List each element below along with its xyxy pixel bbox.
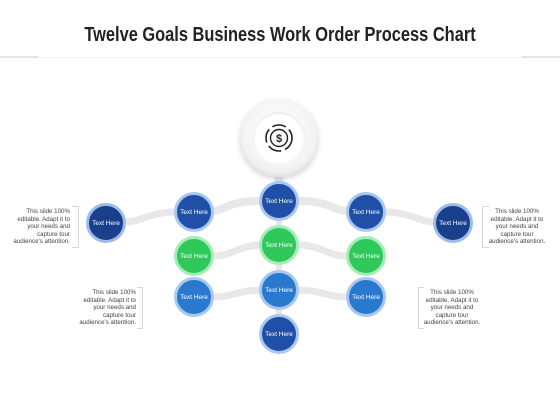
note-right-top: This slide 100% editable. Adapt it to yo… <box>483 208 551 246</box>
note-bracket-left-bottom <box>137 287 143 329</box>
divider-line <box>38 57 522 58</box>
note-line: your needs and <box>495 223 539 231</box>
node-row1-right: Text Here <box>346 192 386 232</box>
hub-inner: $ <box>253 112 305 164</box>
note-line: capture tour <box>102 311 136 319</box>
note-line: your needs and <box>93 304 136 312</box>
node-row3-center: Text Here <box>259 270 299 310</box>
note-line: capture tour <box>435 311 469 319</box>
note-line: editable. Adapt it to <box>490 215 544 223</box>
node-row1-left: Text Here <box>174 192 214 232</box>
note-line: audience's attention. <box>79 319 136 327</box>
node-row3-right: Text Here <box>346 277 386 317</box>
divider-right <box>522 56 560 58</box>
note-bracket-left-top <box>72 206 79 248</box>
note-line: audience's attention. <box>488 238 546 246</box>
node-green-left: Text Here <box>174 236 214 276</box>
note-bracket-right-bottom <box>418 287 424 329</box>
node-green-center: Text Here <box>259 225 299 265</box>
node-far-left: Text Here <box>86 203 126 243</box>
note-line: editable. Adapt it to <box>425 296 479 304</box>
note-line: This slide 100% <box>92 289 136 296</box>
svg-text:$: $ <box>276 133 282 145</box>
note-line: audience's attention. <box>13 238 70 246</box>
divider-left <box>0 56 38 58</box>
node-bottom-center: Text Here <box>259 314 299 354</box>
note-bracket-right-top <box>482 206 489 248</box>
note-line: audience's attention. <box>423 319 481 327</box>
note-line: This slide 100% <box>430 289 474 296</box>
dollar-sign-icon: $ <box>265 124 293 152</box>
central-hub: $ <box>240 99 318 177</box>
note-line: your needs and <box>27 223 70 231</box>
note-line: capture tour <box>36 230 70 238</box>
note-left-bottom: This slide 100% editable. Adapt it to yo… <box>72 289 136 327</box>
note-line: editable. Adapt it to <box>17 215 70 223</box>
note-right-bottom: This slide 100% editable. Adapt it to yo… <box>418 289 486 327</box>
node-top-center: Text Here <box>259 181 299 221</box>
note-line: your needs and <box>430 304 474 312</box>
note-left-top: This slide 100% editable. Adapt it to yo… <box>6 208 70 246</box>
page-title: Twelve Goals Business Work Order Process… <box>84 24 476 46</box>
node-row3-left: Text Here <box>174 277 214 317</box>
note-line: This slide 100% <box>495 208 539 215</box>
note-line: capture tour <box>500 230 534 238</box>
note-line: This slide 100% <box>26 208 70 215</box>
node-green-right: Text Here <box>346 236 386 276</box>
node-far-right: Text Here <box>433 203 473 243</box>
note-line: editable. Adapt it to <box>83 296 136 304</box>
